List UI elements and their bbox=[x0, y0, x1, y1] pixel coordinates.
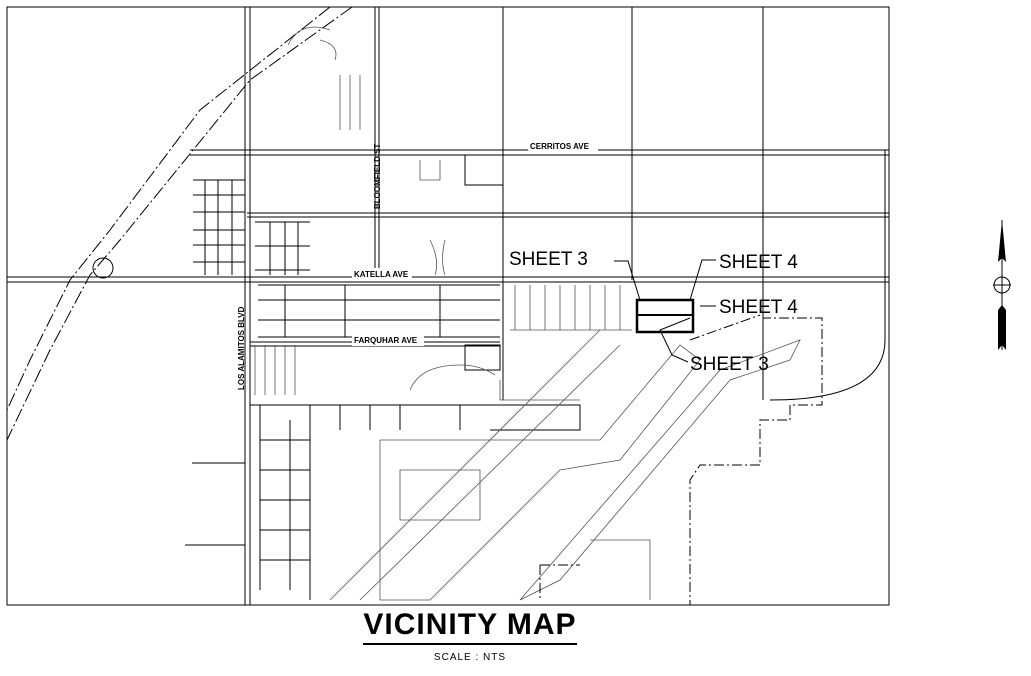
label-katella-ave: KATELLA AVE bbox=[354, 270, 409, 279]
airport-boundary bbox=[502, 280, 823, 605]
map-border bbox=[6, 6, 890, 606]
label-farquhar-ave: FARQUHAR AVE bbox=[354, 336, 418, 345]
label-bloomfield-st: BLOOMFIELD ST bbox=[373, 144, 382, 209]
map-title: VICINITY MAP bbox=[0, 608, 940, 645]
sheet-callouts: SHEET 3 SHEET 4 SHEET 4 SHEET 3 bbox=[509, 249, 798, 375]
subdivisions bbox=[254, 26, 632, 395]
callout-sheet-3-bottom: SHEET 3 bbox=[690, 354, 769, 375]
callout-sheet-4-bottom: SHEET 4 bbox=[719, 297, 798, 318]
label-los-alamitos-blvd: LOS ALAMITOS BLVD bbox=[237, 306, 246, 390]
railroad bbox=[6, 6, 353, 441]
street-labels: CERRITOS AVE KATELLA AVE FARQUHAR AVE BL… bbox=[237, 140, 598, 390]
map-scale: SCALE : NTS bbox=[433, 652, 507, 663]
roads bbox=[7, 7, 889, 605]
label-cerritos-ave: CERRITOS AVE bbox=[530, 142, 590, 151]
callout-sheet-4-top: SHEET 4 bbox=[719, 252, 798, 273]
airport bbox=[329, 329, 801, 601]
callout-sheet-3-top: SHEET 3 bbox=[509, 249, 588, 270]
north-arrow-icon bbox=[993, 220, 1011, 350]
